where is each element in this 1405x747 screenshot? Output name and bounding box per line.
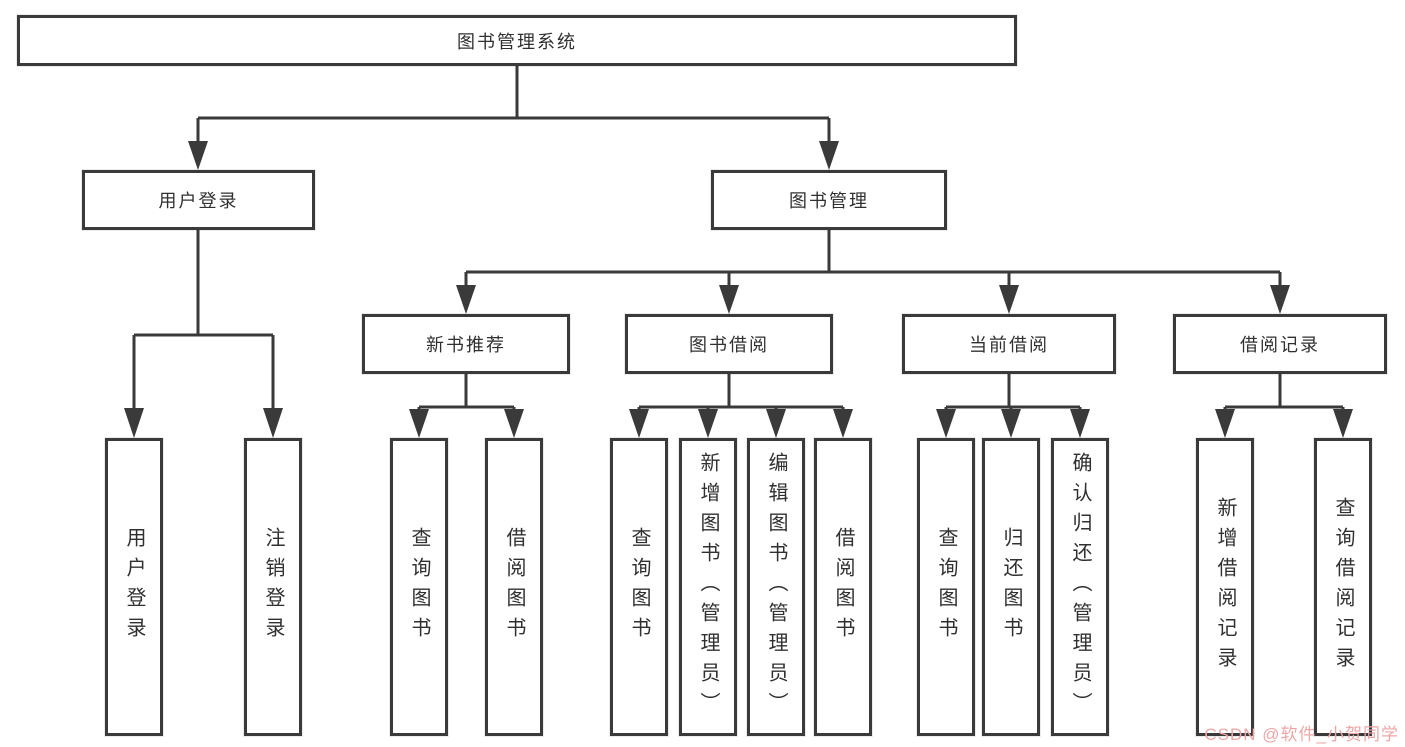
node-leaf-confirm-return-admin: 确认归还（管理员） — [1051, 438, 1109, 736]
node-book-borrow-label: 图书借阅 — [689, 335, 769, 355]
arrowhead — [263, 408, 283, 438]
node-leaf-add-borrow-record-label: 新增借阅记录 — [1214, 497, 1236, 677]
node-current-borrow: 当前借阅 — [902, 314, 1116, 374]
arrowhead — [1070, 409, 1090, 438]
node-leaf-edit-book-admin-label: 编辑图书（管理员） — [765, 452, 787, 722]
node-leaf-return-book-label: 归还图书 — [1000, 527, 1022, 647]
connector-user-login-to-leaves — [124, 230, 283, 438]
arrowhead — [409, 409, 429, 438]
node-book-borrow: 图书借阅 — [625, 314, 833, 374]
connector-root-to-level2 — [188, 66, 839, 170]
node-new-book-recommend: 新书推荐 — [362, 314, 570, 374]
node-borrow-record: 借阅记录 — [1173, 314, 1387, 374]
connector-book-borrow-to-leaves — [629, 374, 853, 438]
node-current-borrow-label: 当前借阅 — [969, 335, 1049, 355]
arrowhead — [999, 285, 1019, 314]
node-leaf-query-book-current-label: 查询图书 — [935, 527, 957, 647]
arrowhead — [698, 409, 718, 438]
node-leaf-query-book-borrow: 查询图书 — [610, 438, 668, 736]
node-borrow-record-label: 借阅记录 — [1240, 335, 1320, 355]
node-user-login-label: 用户登录 — [158, 191, 239, 211]
node-leaf-query-book-current: 查询图书 — [917, 438, 975, 736]
node-leaf-logout-login-label: 注销登录 — [262, 527, 284, 647]
node-leaf-user-login-label: 用户登录 — [123, 527, 145, 647]
arrowhead — [833, 409, 853, 438]
arrowhead — [629, 409, 649, 438]
arrowhead — [1001, 409, 1021, 438]
node-user-login: 用户登录 — [82, 170, 315, 230]
node-leaf-borrow-book-recommend: 借阅图书 — [485, 438, 543, 736]
arrowhead — [766, 409, 786, 438]
node-leaf-query-book-borrow-label: 查询图书 — [628, 527, 650, 647]
node-leaf-user-login: 用户登录 — [105, 438, 163, 736]
connector-current-borrow-to-leaves — [936, 374, 1090, 438]
node-leaf-query-book-recommend: 查询图书 — [390, 438, 448, 736]
node-leaf-query-book-recommend-label: 查询图书 — [408, 527, 430, 647]
arrowhead — [124, 408, 144, 438]
node-root-label: 图书管理系统 — [457, 31, 577, 52]
arrowhead — [819, 141, 839, 170]
connector-new-book-recommend-to-leaves — [409, 374, 524, 438]
node-leaf-borrow-book-borrow: 借阅图书 — [814, 438, 872, 736]
node-leaf-return-book: 归还图书 — [982, 438, 1040, 736]
node-leaf-logout-login: 注销登录 — [244, 438, 302, 736]
arrowhead — [1215, 409, 1235, 438]
arrowhead — [456, 285, 476, 314]
arrowhead — [1270, 285, 1290, 314]
arrowhead — [1333, 409, 1353, 438]
arrowhead — [504, 409, 524, 438]
node-leaf-add-borrow-record: 新增借阅记录 — [1196, 438, 1254, 736]
node-leaf-borrow-book-borrow-label: 借阅图书 — [832, 527, 854, 647]
node-book-management: 图书管理 — [711, 170, 947, 230]
connector-book-management-to-level3 — [456, 230, 1290, 314]
node-leaf-add-book-admin-label: 新增图书（管理员） — [697, 452, 719, 722]
node-leaf-edit-book-admin: 编辑图书（管理员） — [747, 438, 805, 736]
node-leaf-add-book-admin: 新增图书（管理员） — [679, 438, 737, 736]
connector-borrow-record-to-leaves — [1215, 374, 1353, 438]
node-root: 图书管理系统 — [17, 15, 1017, 66]
node-leaf-confirm-return-admin-label: 确认归还（管理员） — [1069, 452, 1091, 722]
arrowhead — [936, 409, 956, 438]
node-book-management-label: 图书管理 — [789, 191, 869, 211]
node-new-book-recommend-label: 新书推荐 — [426, 335, 506, 355]
arrowhead — [719, 285, 739, 314]
node-leaf-borrow-book-recommend-label: 借阅图书 — [503, 527, 525, 647]
arrowhead — [188, 141, 208, 170]
node-leaf-query-borrow-record-label: 查询借阅记录 — [1332, 497, 1354, 677]
node-leaf-query-borrow-record: 查询借阅记录 — [1314, 438, 1372, 736]
